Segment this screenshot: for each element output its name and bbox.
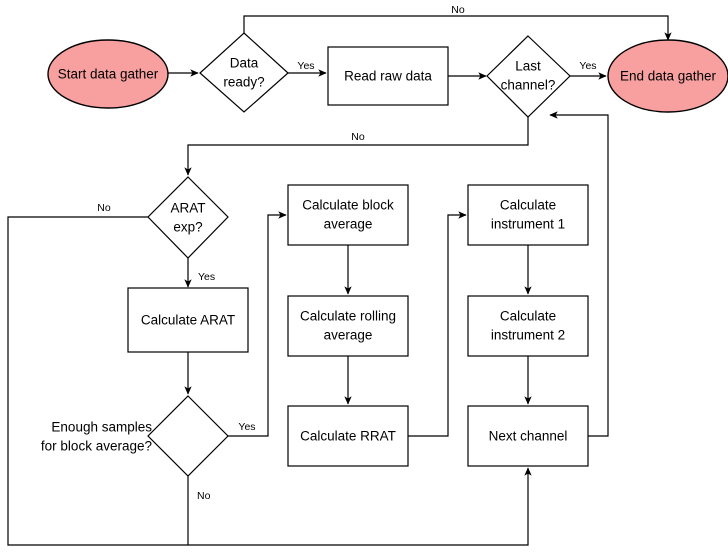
node-next-channel-label: Next channel [489, 429, 568, 444]
node-calculate-instrument-2-label-line2: instrument 2 [491, 328, 565, 343]
node-arat-exp-decision[interactable] [147, 176, 229, 259]
node-calculate-rrat-label: Calculate RRAT [300, 429, 396, 444]
node-calculate-arat-label: Calculate ARAT [141, 313, 235, 328]
node-read-raw-data[interactable] [327, 46, 449, 106]
edge-rrat-to-instrument-1 [408, 211, 467, 437]
edge-label-arat-no: No [97, 202, 111, 214]
node-calculate-rolling-average-label-line2: average [324, 328, 373, 343]
node-calculate-instrument-2-label-line1: Calculate [500, 309, 556, 324]
node-enough-samples-label-line2: for block average? [41, 439, 152, 454]
edge-label-last-channel-yes: Yes [579, 60, 596, 72]
node-last-channel-label-line1: Last [515, 59, 541, 74]
edge-arat-no-to-next-channel [7, 216, 532, 546]
node-end-data-gather-label: End data gather [620, 69, 717, 84]
edge-label-arat-yes: Yes [198, 271, 215, 283]
node-end-data-gather[interactable] [607, 39, 728, 113]
node-calculate-instrument-2[interactable] [467, 295, 589, 357]
node-last-channel-label-line2: channel? [501, 78, 556, 93]
edge-enough-yes-to-block-average [228, 211, 287, 437]
node-calculate-instrument-1-label-line2: instrument 1 [491, 217, 565, 232]
node-calculate-rrat[interactable] [287, 405, 409, 467]
edge-label-enough-no: No [197, 490, 211, 502]
node-arat-exp-label-line1: ARAT [170, 201, 205, 216]
node-next-channel[interactable] [467, 405, 589, 467]
node-calculate-arat[interactable] [127, 287, 249, 353]
node-enough-samples-decision[interactable] [147, 395, 229, 477]
edge-next-channel-to-last-channel [549, 111, 609, 437]
edge-label-enough-yes: Yes [238, 421, 255, 433]
node-enough-samples-label-line1: Enough samples [51, 420, 152, 435]
node-calculate-block-average-label-line2: average [324, 217, 373, 232]
node-start-data-gather-label: Start data gather [58, 67, 159, 82]
node-calculate-block-average[interactable] [287, 184, 409, 246]
edge-label-data-ready-no: No [451, 4, 465, 16]
edge-label-data-ready-yes: Yes [297, 60, 314, 72]
node-last-channel-decision[interactable] [486, 35, 571, 118]
edge-last-channel-no-to-arat [184, 117, 529, 176]
node-calculate-instrument-1-label-line1: Calculate [500, 198, 556, 213]
node-read-raw-data-label: Read raw data [344, 69, 432, 84]
node-calculate-rolling-average-label-line1: Calculate rolling [300, 309, 396, 324]
node-calculate-block-average-label-line1: Calculate block [302, 198, 394, 213]
node-arat-exp-label-line2: exp? [173, 220, 202, 235]
edge-data-ready-no-to-end [243, 15, 672, 41]
node-data-ready-label-line1: Data [230, 56, 259, 71]
node-data-ready-decision[interactable] [199, 32, 289, 113]
node-calculate-rolling-average[interactable] [287, 295, 409, 357]
node-start-data-gather[interactable] [47, 39, 169, 109]
node-data-ready-label-line2: ready? [223, 75, 264, 90]
node-calculate-instrument-1[interactable] [467, 184, 589, 246]
edge-label-last-channel-no: No [351, 131, 365, 143]
